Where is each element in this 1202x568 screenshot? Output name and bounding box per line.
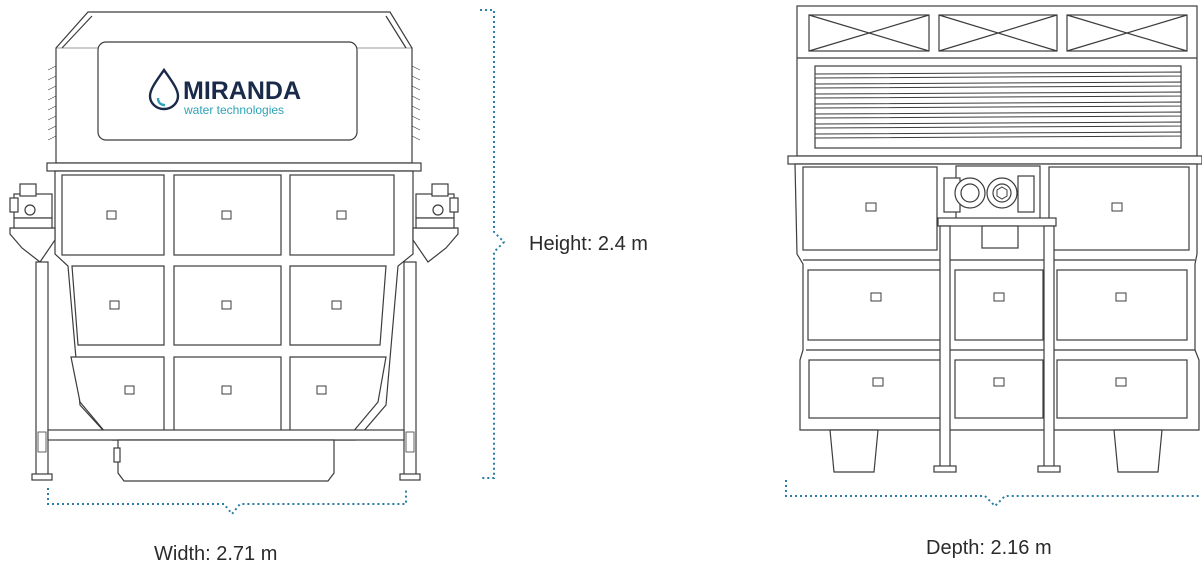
brand-name: MIRANDA [183,77,301,105]
top-hood [47,11,421,164]
miranda-logo: MIRANDA water technologies [148,67,301,117]
hood-rim [46,162,422,172]
drum-panels [61,174,395,434]
height-dimension-line [480,9,506,479]
louvre-grill [814,65,1182,149]
right-motor [415,183,459,229]
left-motor [9,183,53,229]
gear-motor [937,165,1057,249]
side-view-machine [787,5,1202,473]
front-view-machine: MIRANDA water technologies [9,11,459,482]
collection-trough [117,439,335,482]
width-dimension-line [47,488,407,516]
height-label: Height: 2.4 m [529,233,648,255]
depth-label: Depth: 2.16 m [926,537,1052,559]
depth-dimension-line [785,480,1200,508]
side-support-legs [829,225,1163,473]
side-rim [787,155,1202,165]
side-panels [802,166,1195,419]
width-label: Width: 2.71 m [154,543,278,565]
brand-tagline: water technologies [183,103,284,117]
support-frame [9,227,459,482]
top-vent-box [796,5,1198,157]
logo-window [97,41,358,141]
